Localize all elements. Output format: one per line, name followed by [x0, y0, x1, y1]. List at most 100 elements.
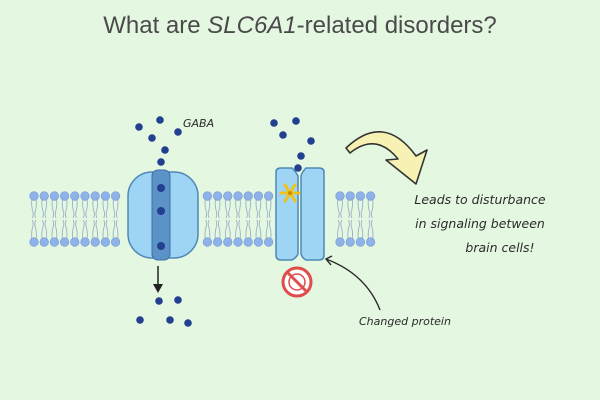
gaba-molecule [294, 164, 302, 172]
lipid-head [253, 237, 263, 247]
lipid-tail [204, 195, 208, 219]
lipid-tail [347, 219, 350, 243]
effect-line-1: Leads to disturbance [414, 192, 546, 207]
lipid-tail [337, 219, 340, 243]
lipid-head [100, 237, 110, 247]
lipid-tail [214, 219, 218, 243]
lipid-head [202, 237, 212, 247]
lipid-tail [370, 219, 374, 243]
effect-line-3: brain cells! [465, 240, 534, 255]
title-suffix: -related disorders? [296, 12, 497, 39]
transporter-left-half [275, 167, 299, 261]
lipid-head [264, 191, 274, 201]
lipid-head [366, 237, 376, 247]
lipid-head [223, 191, 233, 201]
lipid-head [110, 237, 121, 247]
lipid-tail [228, 219, 231, 243]
lipid-head [29, 191, 39, 201]
lipid-tail [105, 195, 109, 219]
lipid-tail [71, 195, 75, 219]
lipid-tail [204, 219, 208, 243]
lipid-tail [238, 195, 241, 219]
lipid-tail [51, 195, 55, 219]
lipid-tail [41, 195, 44, 219]
lipid-head [39, 237, 49, 247]
lipid-tail [248, 219, 252, 243]
lipid-tail [85, 219, 88, 243]
lipid-tail [71, 219, 75, 243]
lipid-head [213, 191, 223, 201]
lipid-head [223, 237, 233, 247]
normal-transporter [127, 169, 199, 293]
lipid-tail [41, 219, 44, 243]
gaba-molecule [135, 123, 143, 131]
lipid-tail [370, 195, 374, 219]
lipid-tail [357, 219, 361, 243]
lipid-tail [207, 195, 211, 219]
lipid-tail [51, 219, 55, 243]
lipid-tail [95, 195, 99, 219]
lipid-tail [115, 195, 119, 219]
gaba-molecule [157, 242, 165, 250]
lipid-head [355, 191, 366, 201]
curved-arrow-icon [345, 131, 428, 185]
gaba-molecules [135, 116, 192, 327]
lipid-tail [350, 219, 354, 243]
lipid-head [366, 191, 376, 201]
membrane-beads [29, 191, 376, 247]
gaba-molecule [184, 319, 192, 327]
lipid-tail [265, 219, 269, 243]
changed-protein-label: Changed protein [359, 315, 451, 328]
gaba-molecule [307, 137, 315, 145]
gaba-molecule [292, 117, 300, 125]
effect-note: Leads to disturbance in signaling betwee… [414, 192, 546, 255]
lipid-tail [340, 219, 343, 243]
lipid-tail [44, 219, 48, 243]
flow-arrow-head [153, 284, 163, 293]
no-entry-sign-icon [281, 266, 313, 298]
lipid-tail [207, 219, 211, 243]
gaba-molecule [155, 297, 163, 305]
lipid-tail [347, 195, 350, 219]
lipid-tail [44, 195, 48, 219]
lipid-tail [105, 219, 109, 243]
lipid-head [355, 237, 366, 247]
gaba-molecule [174, 296, 182, 304]
lipid-tail [217, 195, 221, 219]
lipid-tail [360, 195, 364, 219]
gaba-molecule [157, 184, 165, 192]
lipid-head [264, 237, 274, 247]
lipid-tail [34, 219, 37, 243]
pointer-line [325, 258, 381, 311]
lipid-head [90, 191, 100, 201]
lipid-tail [224, 195, 228, 219]
lipid-head [29, 237, 39, 247]
lipid-tail [360, 219, 364, 243]
lipid-tail [92, 195, 95, 219]
lipid-head [59, 191, 70, 201]
gaba-molecule [161, 146, 169, 154]
lipid-tail [54, 195, 58, 219]
lipid-tail [255, 195, 259, 219]
lipid-head [202, 191, 212, 201]
asterisk-star-icon [279, 183, 301, 203]
lipid-tail [34, 195, 37, 219]
lipid-tail [340, 195, 343, 219]
lipid-tail [61, 195, 65, 219]
lipid-head [335, 237, 345, 247]
lipid-tail [75, 219, 78, 243]
lipid-head [70, 237, 80, 247]
lipid-head [233, 191, 243, 201]
lipid-tail [82, 219, 85, 243]
lipid-tail [82, 195, 85, 219]
lipid-tail [248, 195, 252, 219]
gaba-molecule [174, 128, 182, 136]
membrane-tails [31, 195, 374, 243]
pointer-arrowhead [324, 255, 333, 266]
gaba-molecule [136, 316, 144, 324]
lipid-tail [112, 219, 116, 243]
lipid-tail [102, 219, 106, 243]
lipid-head [233, 237, 243, 247]
lipid-tail [245, 219, 248, 243]
